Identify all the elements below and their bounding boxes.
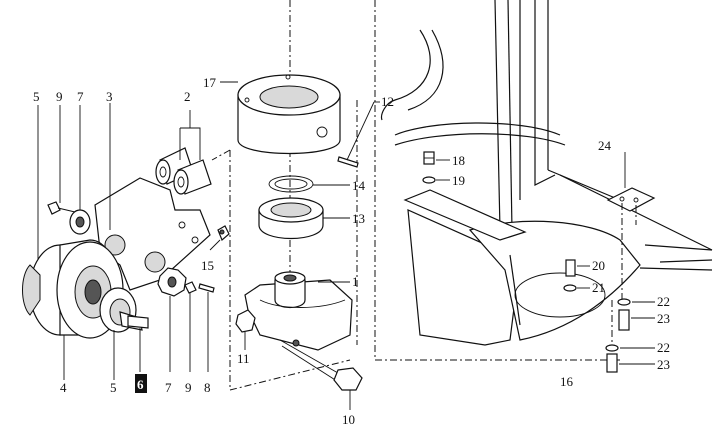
callout-4: 4 <box>60 380 67 395</box>
callout-6-highlight-box <box>135 374 147 393</box>
callout-13: 13 <box>352 211 365 226</box>
screw-part-23a <box>618 309 655 331</box>
callout-11: 11 <box>237 351 250 366</box>
callout-14: 14 <box>352 178 366 193</box>
washer-part-22b <box>605 344 655 352</box>
callout-7-bottom: 7 <box>165 380 172 395</box>
nut-part-11 <box>235 309 256 350</box>
callout-18: 18 <box>452 153 465 168</box>
plate-part-24 <box>606 152 656 305</box>
grease-fitting-part-15 <box>209 225 230 251</box>
washer-part-19 <box>422 176 450 184</box>
screw-part-9b <box>184 281 197 372</box>
callout-9-bottom: 9 <box>185 380 192 395</box>
callout-6-highlighted: 6 <box>137 377 144 392</box>
callout-22-upper: 22 <box>657 294 670 309</box>
callout-2: 2 <box>184 89 191 104</box>
screw-part-9a <box>47 105 76 215</box>
callout-8: 8 <box>204 380 211 395</box>
callout-23-lower: 23 <box>657 357 670 372</box>
callout-20: 20 <box>592 258 605 273</box>
callout-23-upper: 23 <box>657 311 670 326</box>
screw-part-18 <box>423 151 450 165</box>
washer-part-7a <box>69 105 91 235</box>
snap-ring-part-14 <box>268 175 350 193</box>
hub-part-5 <box>99 287 143 380</box>
screw-part-20 <box>565 259 590 277</box>
callout-10: 10 <box>342 412 355 427</box>
callout-16: 16 <box>560 374 574 389</box>
callout-9-top: 9 <box>56 89 63 104</box>
bushing-part-2 <box>155 110 212 195</box>
chassis-frame <box>356 0 713 361</box>
callout-1: 1 <box>352 274 359 289</box>
callout-5-bottom: 5 <box>110 380 117 395</box>
bearing-part-13 <box>258 197 350 240</box>
gear-washer-part-7b <box>157 267 187 372</box>
washer-part-21 <box>563 284 590 292</box>
callout-5-top: 5 <box>33 89 40 104</box>
pin-part-12 <box>337 101 380 168</box>
axle-part-6 <box>127 315 149 372</box>
callout-15: 15 <box>201 258 214 273</box>
bracket-part-3 <box>94 103 211 291</box>
body-part-16 <box>403 189 641 346</box>
callout-19: 19 <box>452 173 465 188</box>
callout-21: 21 <box>592 280 605 295</box>
bracket-part-1 <box>244 271 353 351</box>
callout-24: 24 <box>598 138 612 153</box>
callout-17: 17 <box>203 75 217 90</box>
callout-3: 3 <box>106 89 113 104</box>
ring-part-17 <box>220 74 341 155</box>
bolt-part-10 <box>279 339 363 410</box>
callout-22-lower: 22 <box>657 340 670 355</box>
washer-part-22a <box>617 298 655 306</box>
screw-part-23b <box>606 353 655 373</box>
callout-7-top: 7 <box>77 89 84 104</box>
pin-part-8 <box>198 283 215 372</box>
callout-12: 12 <box>381 94 394 109</box>
callout-labels: 5 9 7 3 2 17 12 18 19 24 14 13 15 1 20 2… <box>33 75 670 427</box>
